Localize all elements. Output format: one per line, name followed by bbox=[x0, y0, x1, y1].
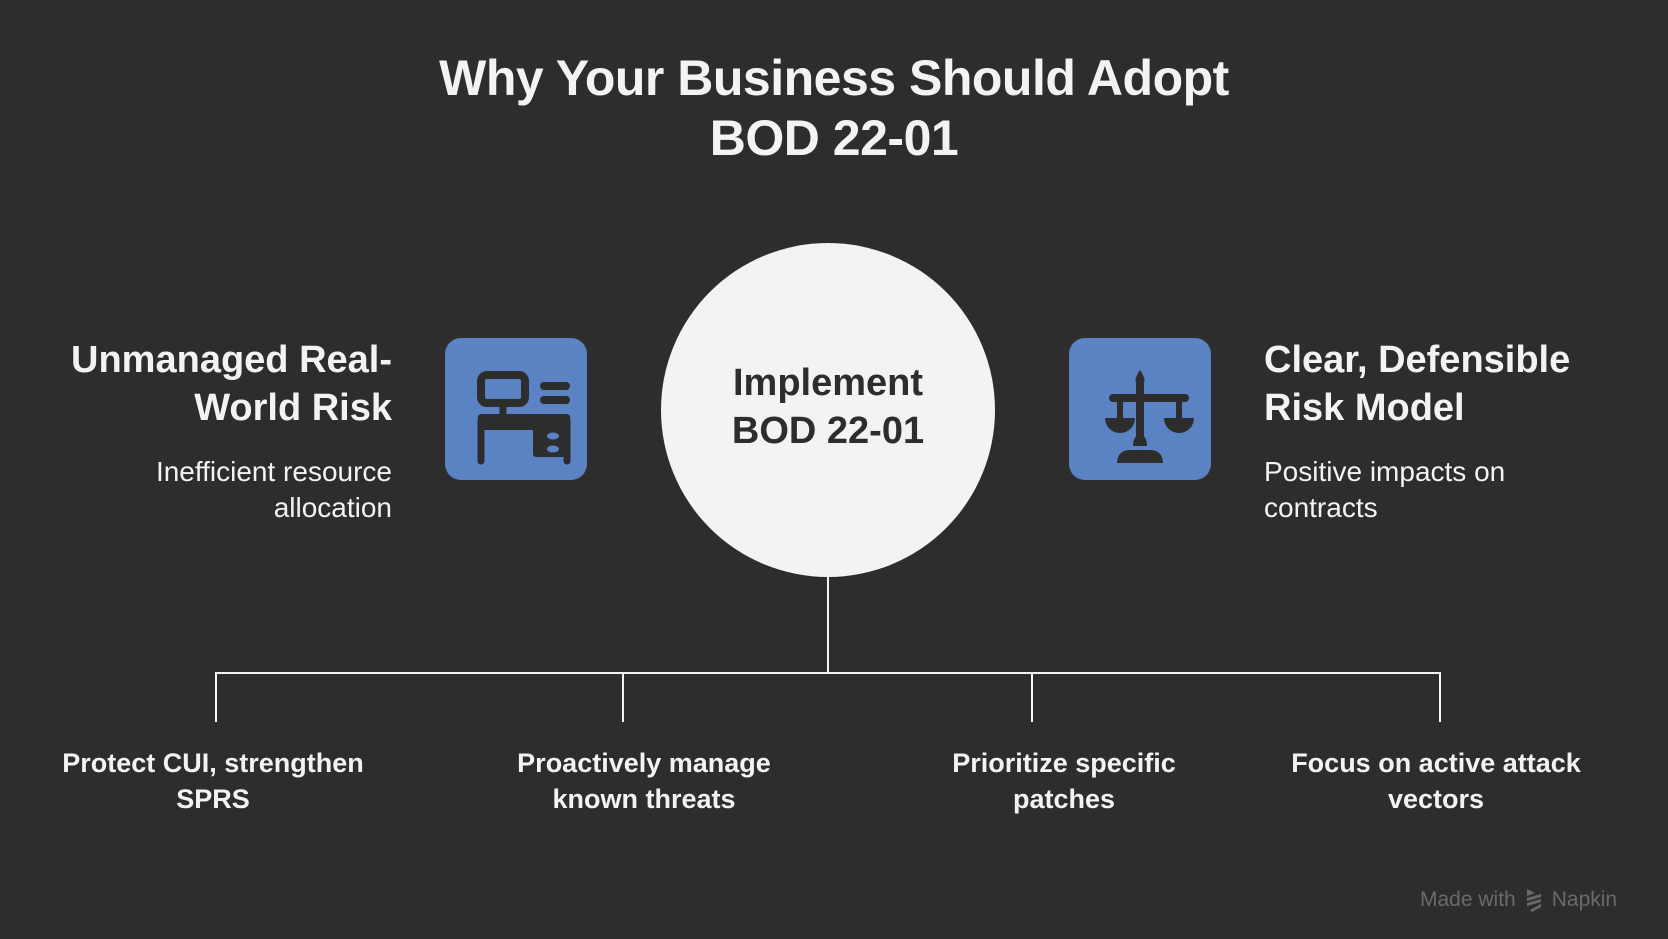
connector-bar bbox=[215, 672, 1441, 674]
connector-drop-3 bbox=[1031, 672, 1033, 722]
leaf-line-1: Proactively manage bbox=[517, 748, 771, 778]
left-description-line-2: allocation bbox=[273, 492, 392, 523]
right-description: Positive impacts on contracts bbox=[1264, 454, 1644, 526]
central-node: Implement BOD 22-01 bbox=[661, 243, 995, 577]
left-point: Unmanaged Real- World Risk Inefficient r… bbox=[32, 336, 392, 526]
leaf-item: Prioritize specific patches bbox=[874, 745, 1254, 817]
connector-drop-4 bbox=[1439, 672, 1441, 722]
left-heading: Unmanaged Real- World Risk bbox=[32, 336, 392, 432]
page-title: Why Your Business Should Adopt BOD 22-01 bbox=[0, 48, 1668, 168]
leaf-line-1: Focus on active attack bbox=[1291, 748, 1581, 778]
left-heading-line-1: Unmanaged Real- bbox=[71, 339, 392, 381]
leaf-line-2: known threats bbox=[552, 784, 736, 814]
leaf-item: Proactively manage known threats bbox=[454, 745, 834, 817]
connector-drop-2 bbox=[622, 672, 624, 722]
watermark-prefix: Made with bbox=[1420, 888, 1516, 911]
leaf-line-2: patches bbox=[1012, 784, 1116, 814]
title-line-1: Why Your Business Should Adopt bbox=[439, 50, 1229, 106]
leaf-line-1: Protect CUI, strengthen bbox=[62, 748, 364, 778]
leaf-line-2: SPRS bbox=[176, 784, 250, 814]
left-heading-line-2: World Risk bbox=[194, 387, 392, 429]
connector-trunk bbox=[827, 577, 829, 673]
central-node-line-2: BOD 22-01 bbox=[731, 410, 925, 452]
napkin-logo-icon bbox=[1526, 889, 1541, 912]
right-heading: Clear, Defensible Risk Model bbox=[1264, 336, 1644, 432]
right-description-line-2: contracts bbox=[1264, 492, 1378, 523]
desk-computer-icon-box bbox=[445, 338, 587, 480]
scales-icon-box bbox=[1069, 338, 1211, 480]
leaf-line-2: vectors bbox=[1387, 784, 1485, 814]
leaf-line-1: Prioritize specific bbox=[952, 748, 1176, 778]
leaf-item: Focus on active attack vectors bbox=[1246, 745, 1626, 817]
left-description: Inefficient resource allocation bbox=[32, 454, 392, 526]
right-heading-line-2: Risk Model bbox=[1264, 387, 1465, 429]
central-node-label: Implement BOD 22-01 bbox=[732, 359, 924, 455]
scales-of-justice-icon bbox=[1105, 370, 1194, 463]
watermark: Made with Napkin bbox=[1420, 887, 1617, 913]
left-description-line-1: Inefficient resource bbox=[155, 456, 392, 487]
connector-drop-1 bbox=[215, 672, 217, 722]
right-description-line-1: Positive impacts on bbox=[1264, 456, 1506, 487]
leaf-item: Protect CUI, strengthen SPRS bbox=[23, 745, 403, 817]
right-point: Clear, Defensible Risk Model Positive im… bbox=[1264, 336, 1644, 526]
desk-computer-icon bbox=[477, 371, 571, 465]
right-heading-line-1: Clear, Defensible bbox=[1264, 339, 1571, 381]
watermark-brand: Napkin bbox=[1551, 888, 1618, 911]
title-line-2: BOD 22-01 bbox=[709, 110, 959, 166]
central-node-line-1: Implement bbox=[732, 362, 924, 404]
